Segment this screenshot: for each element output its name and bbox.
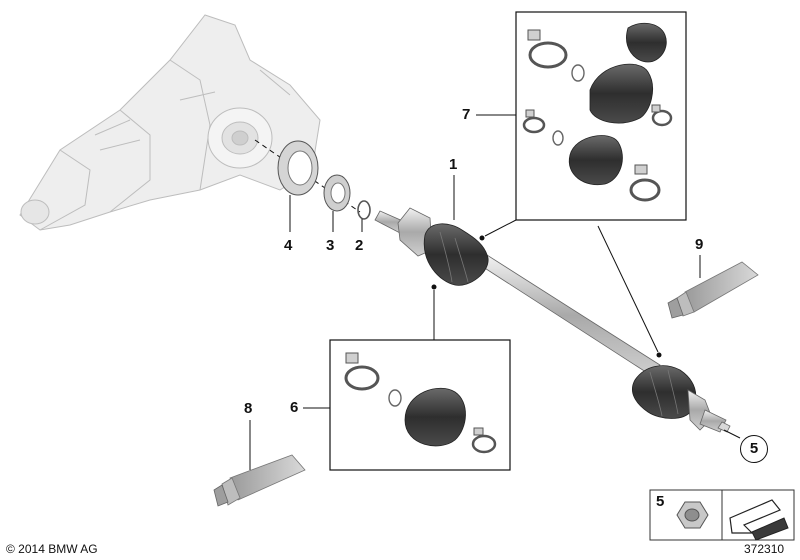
callout-8: 8 bbox=[244, 400, 253, 417]
callout-3: 3 bbox=[326, 237, 335, 254]
boot-sleeve-icon bbox=[626, 22, 667, 63]
shim-ring-icon bbox=[277, 140, 319, 196]
collar-nut-icon bbox=[676, 501, 709, 529]
callout-4: 4 bbox=[284, 237, 293, 254]
kit-6-parts bbox=[344, 352, 497, 454]
circlip-icon bbox=[388, 389, 402, 407]
leader-lines-234 bbox=[289, 195, 363, 232]
cv-boot-icon bbox=[589, 63, 653, 124]
thrust-washer-icon bbox=[323, 174, 351, 212]
hose-clamp-icon bbox=[527, 29, 568, 69]
leader-dot-7a bbox=[479, 235, 485, 241]
callout-6: 6 bbox=[290, 399, 299, 416]
leader-dot-6a bbox=[431, 284, 437, 290]
circlip-icon bbox=[552, 130, 564, 146]
differential-housing-icon bbox=[19, 14, 321, 231]
callout-5-ref-circle: 5 bbox=[740, 435, 768, 463]
leader-line-7b bbox=[597, 225, 659, 353]
callout-1: 1 bbox=[449, 156, 458, 173]
hose-clamp-icon bbox=[471, 427, 497, 454]
circlip-icon bbox=[357, 200, 371, 220]
grease-tube-icon bbox=[667, 261, 759, 319]
drive-shaft-icon bbox=[374, 207, 731, 433]
kit-7-parts bbox=[522, 22, 673, 202]
callout-9: 9 bbox=[695, 236, 704, 253]
leader-dot-7b bbox=[656, 352, 662, 358]
hose-clamp-icon bbox=[522, 109, 546, 134]
leader-line-5 bbox=[723, 429, 741, 439]
leader-line-7a bbox=[484, 219, 517, 237]
hose-clamp-icon bbox=[344, 352, 380, 391]
single-use-arrow-icon bbox=[729, 499, 789, 541]
hose-clamp-icon bbox=[629, 164, 661, 202]
callout-2: 2 bbox=[355, 237, 364, 254]
circlip-icon bbox=[571, 64, 585, 82]
hose-clamp-icon bbox=[651, 104, 673, 127]
cv-boot-icon bbox=[568, 135, 623, 186]
callout-7: 7 bbox=[462, 106, 471, 123]
cv-boot-icon bbox=[404, 387, 466, 447]
grease-tube-icon bbox=[213, 454, 306, 507]
copyright-text: © 2014 BMW AG bbox=[6, 542, 98, 556]
diagram-number: 372310 bbox=[744, 542, 785, 556]
legend-callout-5: 5 bbox=[656, 493, 665, 510]
